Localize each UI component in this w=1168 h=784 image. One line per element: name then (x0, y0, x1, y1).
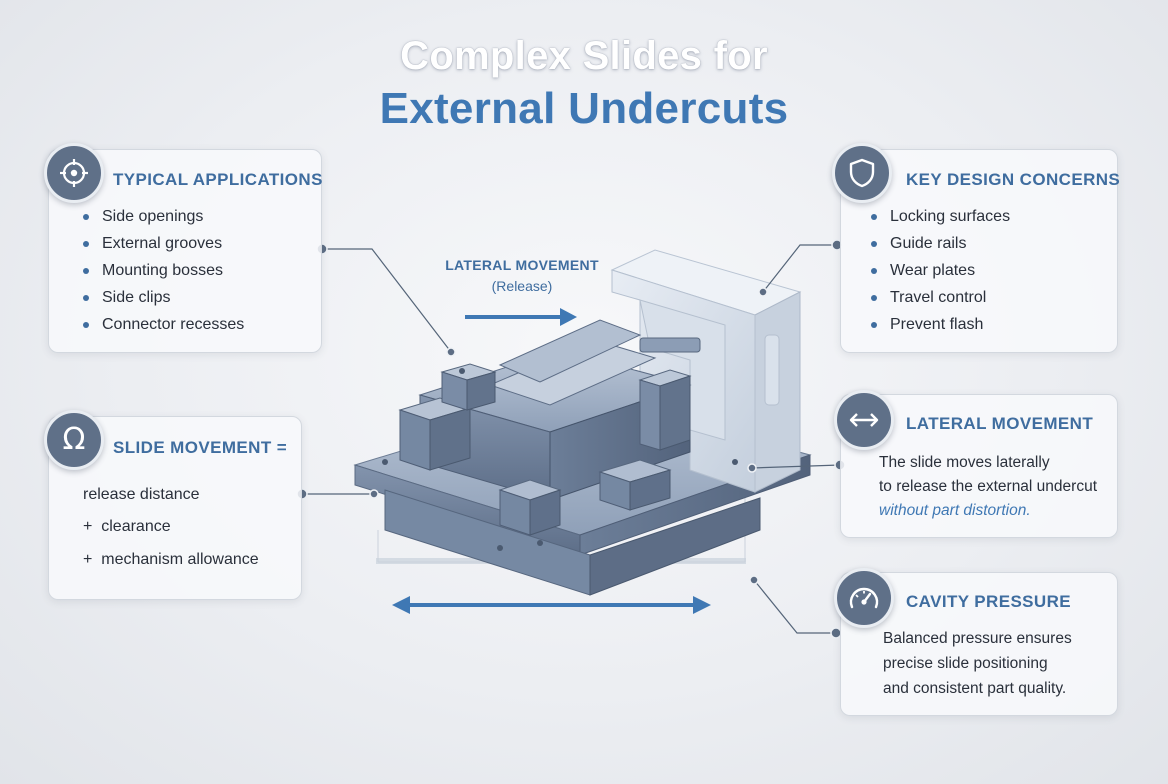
cavity-pressure-line: and consistent part quality. (883, 680, 1067, 697)
page-title-line2: External Undercuts (379, 84, 789, 133)
slide-movement-line: + clearance (83, 518, 171, 535)
crosshair-icon (44, 143, 104, 203)
gauge-icon (834, 568, 894, 628)
cavity-pressure-heading: CAVITY PRESSURE (906, 592, 1072, 611)
connector-lines (302, 244, 841, 634)
diagram-lateral-movement-label: LATERAL MOVEMENT (445, 257, 599, 273)
list-item: Travel control (868, 284, 1010, 311)
release-arrow (465, 308, 577, 326)
slide-movement-line: + mechanism allowance (83, 551, 259, 568)
lateral-movement-emphasis: without part distortion. (879, 502, 1031, 519)
lateral-movement-line: to release the external undercut (879, 478, 1097, 495)
key-design-concerns-heading: KEY DESIGN CONCERNS (906, 170, 1121, 189)
cavity-pressure-line: precise slide positioning (883, 655, 1048, 672)
lateral-movement-line: The slide moves laterally (879, 454, 1050, 471)
slide-body (382, 319, 738, 551)
shield-icon (832, 143, 892, 203)
list-item: Locking surfaces (868, 203, 1010, 230)
slide-movement-heading: SLIDE MOVEMENT = (113, 438, 288, 457)
diagram-release-label: (Release) (491, 278, 553, 294)
double-arrow-icon (834, 390, 894, 450)
cavity-pressure-line: Balanced pressure ensures (883, 630, 1072, 647)
key-design-concerns-list: Locking surfaces Guide rails Wear plates… (868, 203, 1010, 338)
travel-double-arrow (392, 596, 711, 614)
list-item: Side clips (80, 284, 244, 311)
list-item: Wear plates (868, 257, 1010, 284)
list-item: Side openings (80, 203, 244, 230)
omega-icon: Ω (44, 410, 104, 470)
list-item: Connector recesses (80, 311, 244, 338)
typical-applications-list: Side openings External grooves Mounting … (80, 203, 244, 338)
list-item: Prevent flash (868, 311, 1010, 338)
list-item: External grooves (80, 230, 244, 257)
typical-applications-heading: TYPICAL APPLICATIONS (113, 170, 323, 189)
list-item: Guide rails (868, 230, 1010, 257)
slide-movement-line: release distance (83, 486, 200, 503)
page-title-line1: Complex Slides for (400, 34, 768, 78)
list-item: Mounting bosses (80, 257, 244, 284)
lateral-movement-heading: LATERAL MOVEMENT (906, 414, 1094, 433)
